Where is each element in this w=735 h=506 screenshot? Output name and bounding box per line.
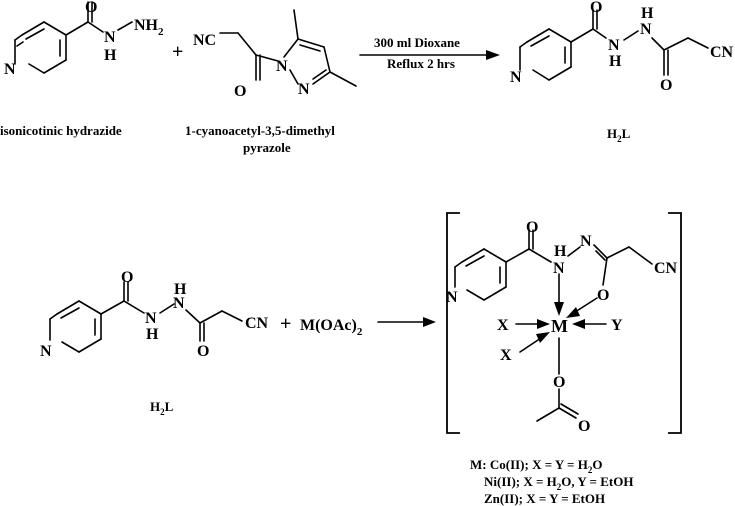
legend-line-1-text: M: Co(II); X = Y = H: [470, 457, 588, 472]
plus-sign: +: [172, 41, 183, 63]
atom-label: N: [446, 289, 458, 306]
atom-label: O: [121, 269, 133, 286]
atom-label: H: [146, 326, 159, 343]
atom-label: H: [174, 281, 187, 298]
metal-complex-structure: [454, 229, 653, 422]
legend-subscript: 2: [588, 465, 593, 475]
cyanoacetyl-pyrazole-structure: [219, 9, 357, 87]
reaction-arrow-2: [377, 317, 436, 327]
complex-brackets: [446, 212, 682, 434]
reaction-arrow-1: [359, 50, 500, 60]
metal-center: M: [551, 316, 568, 336]
nh2-text: NH: [134, 17, 159, 34]
atom-label: H: [104, 47, 117, 64]
metal-legend: M: Co(II); X = Y = H2O Ni(II); X = H2O, …: [470, 457, 633, 506]
atom-label: O: [578, 418, 590, 435]
h2l-h: H: [607, 126, 617, 141]
legend-line-3: Zn(II); X = Y = EtOH: [484, 491, 605, 506]
atom-label: N: [553, 260, 565, 277]
atom-label: N: [145, 310, 157, 327]
h2l-subscript: 2: [617, 134, 622, 144]
atom-label: CN: [654, 260, 678, 277]
atom-label: N: [40, 343, 52, 360]
reagent-a-name: isonicotinic hydrazide: [0, 123, 122, 138]
ligand-name: H2L: [150, 399, 174, 417]
atom-label: O: [590, 0, 602, 16]
h2l-product-structure: [519, 9, 709, 81]
atom-label: N: [640, 21, 652, 38]
atom-label: O: [85, 0, 97, 16]
atom-label: O: [197, 343, 209, 360]
atom-label: H: [641, 5, 654, 22]
atom-label: O: [553, 374, 565, 391]
ligand-x-label: X: [497, 317, 509, 334]
isonicotinic-hydrazide-structure: [14, 1, 133, 74]
atom-label: CN: [710, 44, 734, 61]
atom-label: CN: [245, 315, 269, 332]
legend-line-1-end: O: [592, 457, 602, 472]
atom-label: N: [580, 233, 592, 250]
atom-label: O: [597, 287, 609, 304]
atom-label: H: [609, 53, 622, 70]
atom-label: NC: [193, 32, 216, 49]
atom-label: N: [510, 69, 522, 86]
atom-label: O: [660, 77, 672, 94]
metal-salt: M(OAc)2: [300, 317, 363, 338]
atom-label: N: [173, 295, 185, 312]
legend-line-1: M: Co(II); X = Y = H2O: [470, 457, 602, 475]
legend-line-2-text: Ni(II); X = H: [484, 474, 557, 489]
h2l-subscript: 2: [160, 407, 165, 417]
metal-salt-subscript: 2: [357, 326, 363, 338]
atom-label: O: [234, 83, 246, 100]
legend-line-2-end: O, Y = EtOH: [561, 474, 633, 489]
atom-label: N: [608, 37, 620, 54]
product-name: H2L: [607, 126, 631, 144]
atom-label: N: [298, 81, 310, 98]
ligand-x-label: X: [500, 347, 512, 364]
h2l-h: H: [150, 399, 160, 414]
condition-line1: 300 ml Dioxane: [374, 35, 460, 50]
ligand-y-label: Y: [611, 317, 623, 334]
plus-sign: +: [280, 313, 291, 335]
h2l-l: L: [622, 126, 631, 141]
reagent-b-name-line2: pyrazole: [243, 140, 291, 155]
atom-label: NH2: [134, 17, 164, 38]
reagent-b-name-line1: 1-cyanoacetyl-3,5-dimethyl: [185, 123, 335, 138]
atom-label: O: [526, 219, 538, 236]
atom-label: N: [4, 61, 16, 78]
h2l-ligand-structure: [49, 281, 243, 353]
nh2-subscript: 2: [158, 26, 164, 38]
h2l-l: L: [165, 399, 174, 414]
atom-label: N: [276, 58, 288, 75]
atom-label: N: [104, 29, 116, 46]
legend-subscript: 2: [557, 482, 562, 492]
atom-label: H: [554, 243, 567, 260]
condition-line2: Reflux 2 hrs: [387, 56, 455, 71]
legend-line-2: Ni(II); X = H2O, Y = EtOH: [484, 474, 633, 492]
metal-salt-text: M(OAc): [300, 317, 357, 334]
